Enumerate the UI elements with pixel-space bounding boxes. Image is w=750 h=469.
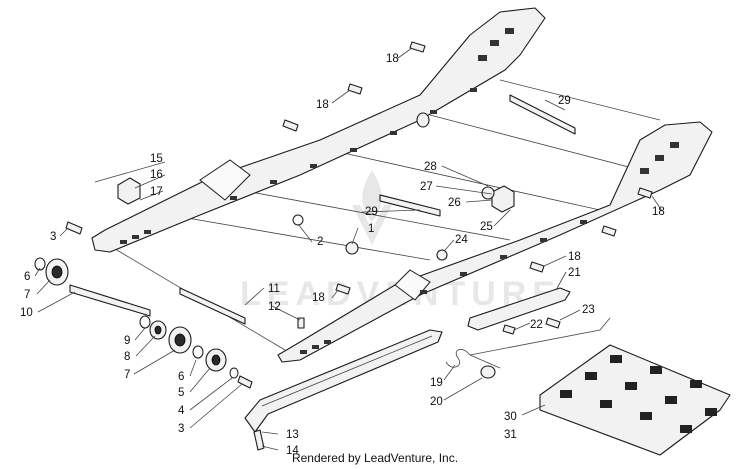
wheel-ring-6-upper: [34, 257, 46, 271]
axle-shaft: [69, 284, 246, 325]
nut-24: [436, 249, 448, 261]
callout-9: 9: [124, 335, 130, 347]
callout-27: 27: [420, 181, 433, 193]
callout-6-lower: 6: [178, 371, 184, 383]
callout-7-upper: 7: [24, 289, 30, 301]
bolt-3-upper: [65, 221, 83, 235]
callout-20: 20: [430, 396, 443, 408]
callout-23: 23: [582, 304, 595, 316]
callout-3-upper: 3: [50, 231, 56, 243]
callout-12: 12: [268, 301, 281, 313]
spring-19: [445, 317, 611, 369]
pin-12: [297, 317, 305, 329]
callout-4: 4: [178, 405, 185, 417]
bumper-block-26: [491, 185, 515, 213]
callout-18-d: 18: [652, 206, 665, 218]
bolt-22: [502, 324, 516, 335]
callout-7-lower: 7: [124, 369, 130, 381]
rail-rear: [91, 7, 546, 253]
wheel-5: [205, 348, 227, 372]
bolt-3-lower: [237, 375, 253, 389]
callout-18-a: 18: [386, 53, 399, 65]
rail-front: [277, 121, 713, 363]
callout-14: 14: [286, 445, 299, 457]
track-clips-30-31: [539, 344, 731, 456]
wheel-ring-6-lower: [192, 345, 204, 359]
callout-18-e: 18: [312, 292, 325, 304]
idler-wheel-7-lower: [168, 326, 192, 354]
callout-28: 28: [424, 161, 437, 173]
callout-18-b: 18: [568, 251, 581, 263]
callout-21: 21: [568, 267, 581, 279]
bolt-23: [545, 317, 561, 329]
washer-4: [229, 367, 239, 379]
rear-rail-slots: [120, 28, 514, 244]
callout-29-a: 29: [365, 206, 378, 218]
plate-21: [467, 287, 571, 331]
footer-credit: Rendered by LeadVenture, Inc.: [291, 451, 459, 465]
cross-shaft-29: [379, 94, 576, 217]
bolt-18-items: [282, 41, 653, 295]
bumper-block-16: [117, 177, 141, 205]
assembly-lines: [99, 79, 661, 351]
idler-wheel-7-upper: [45, 258, 69, 286]
callout-5: 5: [178, 387, 184, 399]
callout-8: 8: [124, 351, 130, 363]
callout-15: 15: [150, 153, 163, 165]
callout-10: 10: [20, 307, 33, 319]
callout-24: 24: [455, 234, 468, 246]
callout-6-upper: 6: [24, 271, 30, 283]
callout-31: 31: [504, 429, 517, 441]
callout-13: 13: [286, 429, 299, 441]
bearing-8: [149, 320, 167, 340]
callouts: 15 16 17 3 6 7 10 9 8 7 6 5 4 3 11 12 18…: [20, 53, 665, 457]
cap-20: [480, 365, 496, 379]
callout-19: 19: [430, 377, 443, 389]
callout-18-c: 18: [316, 99, 329, 111]
leader-lines: [34, 47, 663, 451]
callout-3-lower: 3: [178, 423, 184, 435]
callout-30: 30: [504, 411, 517, 423]
callout-29-b: 29: [558, 95, 571, 107]
snap-ring-9: [139, 315, 151, 329]
callout-22: 22: [530, 319, 543, 331]
callout-1: 1: [368, 223, 374, 235]
front-rail-slots: [300, 142, 679, 354]
callout-16: 16: [150, 169, 163, 181]
watermark-logo: [352, 170, 392, 245]
callout-17: 17: [150, 186, 163, 198]
bushing-2: [292, 214, 359, 255]
callout-11: 11: [268, 283, 280, 295]
slide-rail-13: [244, 329, 443, 433]
spacer-28: [416, 112, 495, 200]
callout-26: 26: [448, 197, 461, 209]
screw-14: [253, 429, 265, 451]
callout-25: 25: [480, 221, 493, 233]
callout-2: 2: [317, 236, 323, 248]
